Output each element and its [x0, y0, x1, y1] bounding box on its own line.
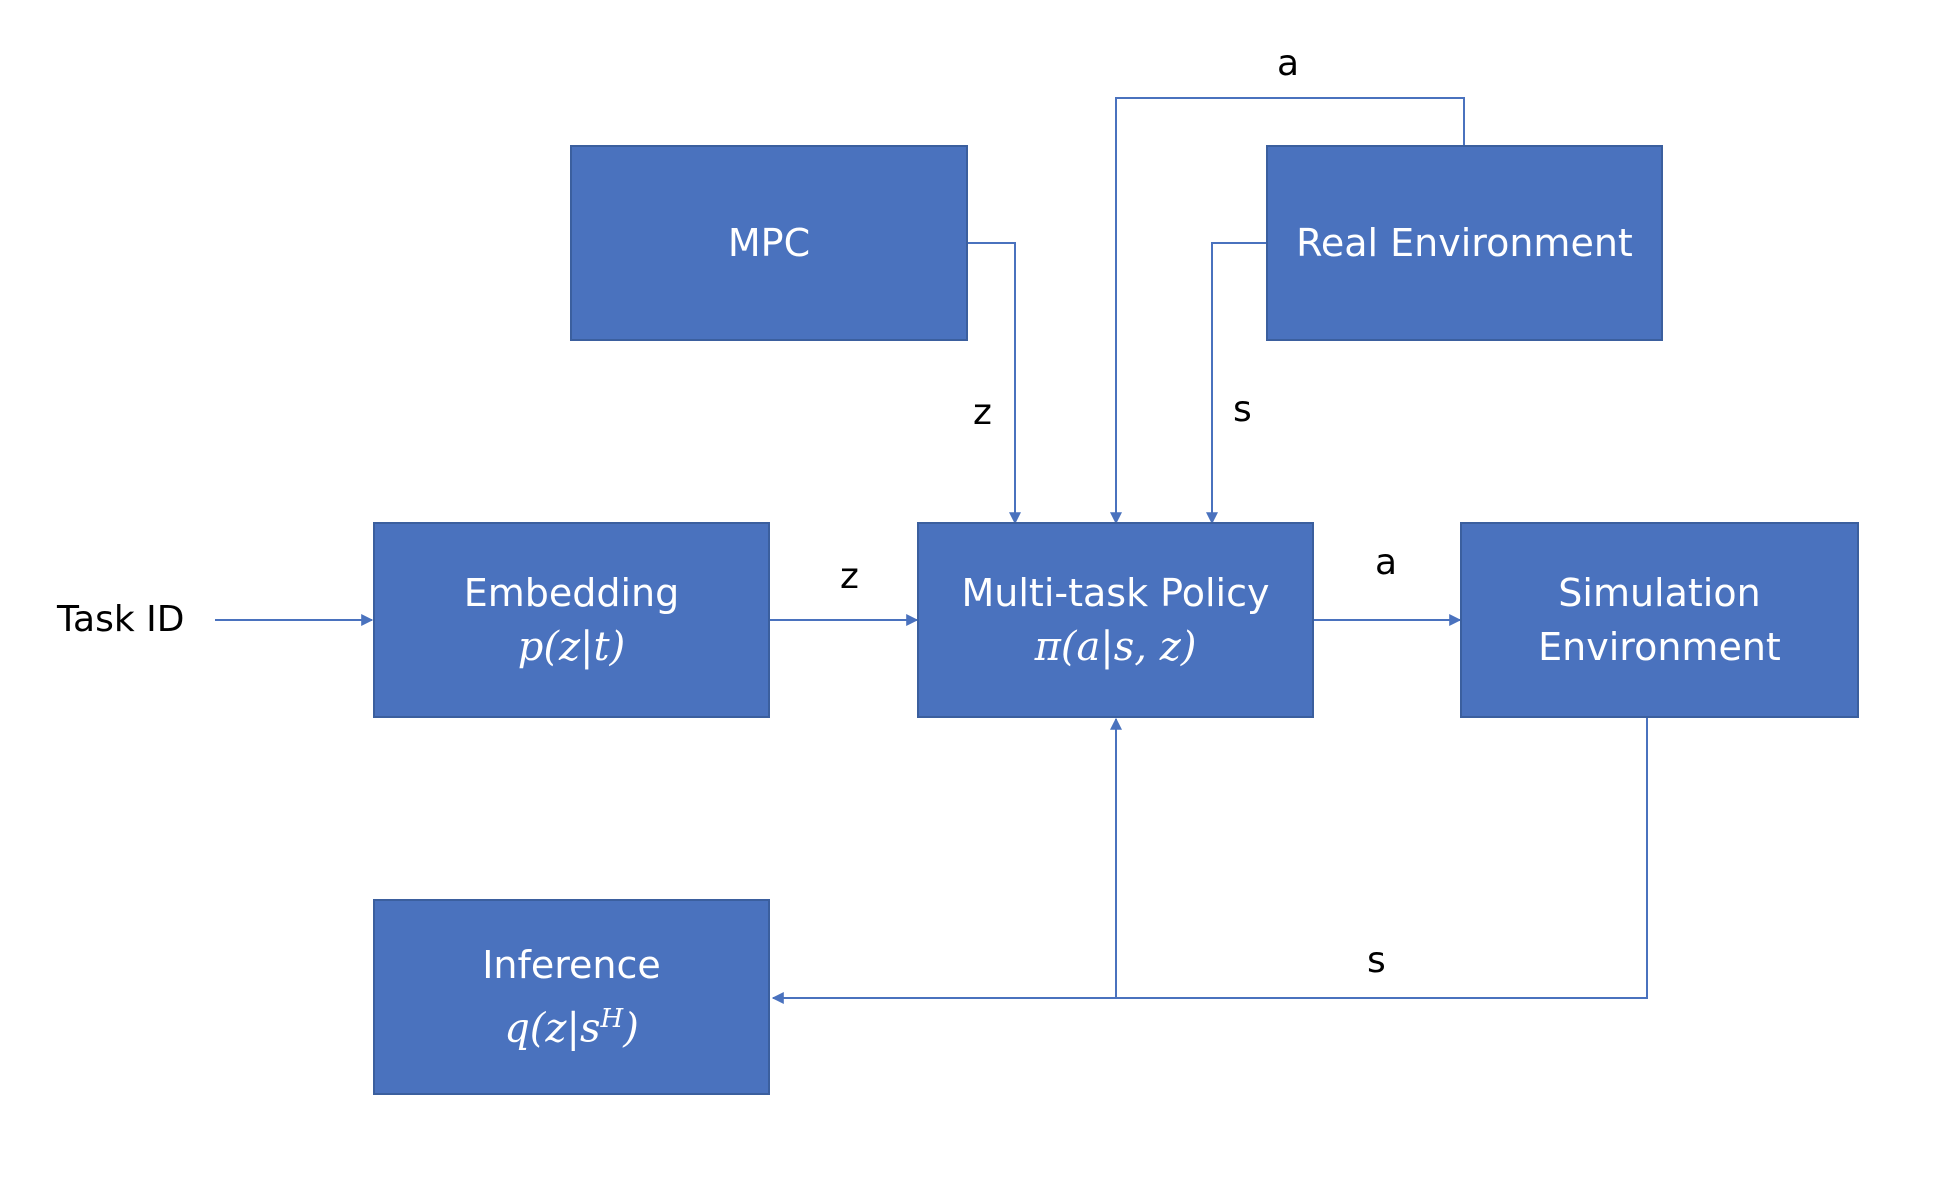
- real-environment-box: Real Environment: [1266, 145, 1663, 341]
- task-id-label: Task ID: [57, 599, 185, 640]
- mpc-title: MPC: [727, 221, 811, 265]
- policy-box: Multi-task Policy π(a|s, z): [917, 522, 1314, 718]
- simulation-environment-title-line1: Simulation: [1558, 571, 1761, 615]
- inference-formula-base: q(z|s: [504, 1005, 601, 1052]
- edge-mpc-policy: [968, 242, 1021, 525]
- real-environment-title: Real Environment: [1296, 221, 1633, 265]
- policy-action-label: a: [1375, 542, 1398, 583]
- inference-box: Inference q(z|sH): [373, 899, 770, 1095]
- simulation-state-label: s: [1367, 940, 1386, 981]
- real-state-label: s: [1233, 389, 1252, 430]
- simulation-environment-box: Simulation Environment: [1460, 522, 1859, 718]
- embedding-z-label: z: [840, 556, 859, 597]
- top-action-label: a: [1277, 43, 1300, 84]
- edge-sim-inference: [771, 718, 1648, 1004]
- inference-formula-superscript: H: [600, 1004, 624, 1035]
- policy-formula: π(a|s, z): [1034, 624, 1197, 670]
- simulation-environment-title-line2: Environment: [1538, 625, 1781, 669]
- inference-formula-end: ): [623, 1005, 639, 1052]
- mpc-z-label: z: [973, 392, 992, 433]
- inference-formula: q(z|sH): [504, 992, 639, 1055]
- policy-title: Multi-task Policy: [961, 571, 1270, 615]
- mpc-box: MPC: [570, 145, 968, 341]
- edge-real-state-policy: [1206, 242, 1266, 525]
- inference-title: Inference: [482, 943, 661, 988]
- embedding-formula: p(z|t): [517, 624, 626, 670]
- embedding-title: Embedding: [463, 571, 680, 615]
- edge-real-action-policy: [1110, 97, 1465, 525]
- embedding-box: Embedding p(z|t): [373, 522, 770, 718]
